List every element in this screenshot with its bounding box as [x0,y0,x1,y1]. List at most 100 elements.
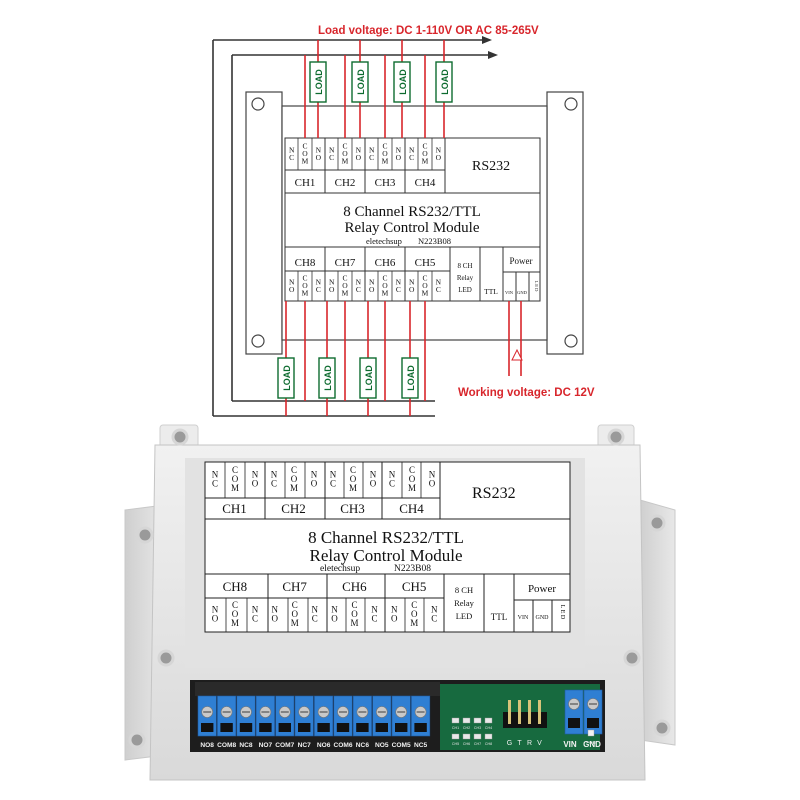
photo-channel-ch4: CH4 [399,501,424,516]
terminal-screw [294,695,314,737]
diagram-ttl-label: TTL [484,287,498,296]
photo-channel-ch5: CH5 [402,579,427,594]
photo-rs232-label: RS232 [472,485,516,502]
power-terminal-screw [564,689,584,735]
diagram-top-pin-cells [297,138,433,301]
svg-text:CH2: CH2 [463,726,470,730]
terminal-label-com6: COM6 [333,742,352,749]
photo-channel-ch1: CH1 [222,501,247,516]
load-box: LOAD [309,61,327,103]
terminal-screw [217,695,237,737]
photo-channel-ch8: CH8 [223,579,248,594]
terminal-screw [275,695,295,737]
terminal-label-nc6: NC6 [356,742,370,749]
load-box: LOAD [277,357,295,399]
terminal-label-com8: COM8 [217,742,236,749]
power-label-vin: VIN [563,740,577,749]
led: CH6 [462,733,471,746]
diagram-channel-ch5: CH5 [415,257,436,269]
relay-strip [195,682,440,696]
load-box: LOAD [359,357,377,399]
photo-led-label-line3: LED [456,611,473,621]
ttl-header-pins: PWR [503,700,596,745]
led: CH8 [484,733,493,746]
terminal-label-nc7: NC7 [298,742,312,749]
photo-led-label-line1: 8 CH [455,585,473,595]
header-label-v: V [537,740,542,747]
pwr-label: PWR [586,740,595,745]
right-mount-tab [639,499,676,746]
photo-module-title-line1: 8 Channel RS232/TTL [308,528,464,547]
terminal-screw [391,695,411,737]
diagram-vin-label: VIN [505,290,514,295]
terminal-screw [411,695,431,737]
diagram-led-label-line1: 8 CH [458,262,473,270]
load-supply-lines [212,39,488,417]
photo-ttl-label: TTL [491,612,508,622]
terminal-label-nc5: NC5 [414,742,428,749]
header-label-t: T [517,740,522,747]
diagram-label-panel [284,137,541,302]
svg-text:LOAD: LOAD [282,365,292,391]
svg-text:CH4: CH4 [485,726,492,730]
terminal-screw [352,695,372,737]
load-box: LOAD [318,357,336,399]
power-label-gnd: GND [583,740,601,749]
diagram-brand: eletechsup [366,236,402,246]
terminal-screw [372,695,392,737]
terminal-label-com5: COM5 [392,742,411,749]
power-terminal-block [564,689,603,735]
terminal-label-com7: COM7 [275,742,294,749]
svg-text:LOAD: LOAD [406,365,416,391]
terminal-label-no5: NO5 [375,742,389,749]
photo-module-title-line2: Relay Control Module [310,546,463,565]
diagram-model: N223B08 [418,236,451,246]
led: CH4 [484,717,493,730]
svg-text:LOAD: LOAD [323,365,333,391]
wiring-diagram: Load voltage: DC 1-110V OR AC 85-265V [212,25,595,417]
power-input-wires [508,301,522,376]
photo-channel-ch6: CH6 [342,579,367,594]
diagram-channel-ch1: CH1 [295,177,316,189]
photo-pin-cells [224,462,425,632]
working-voltage-label: Working voltage: DC 12V [458,387,595,399]
power-terminal-screw [583,689,603,735]
led: CH2 [462,717,471,730]
